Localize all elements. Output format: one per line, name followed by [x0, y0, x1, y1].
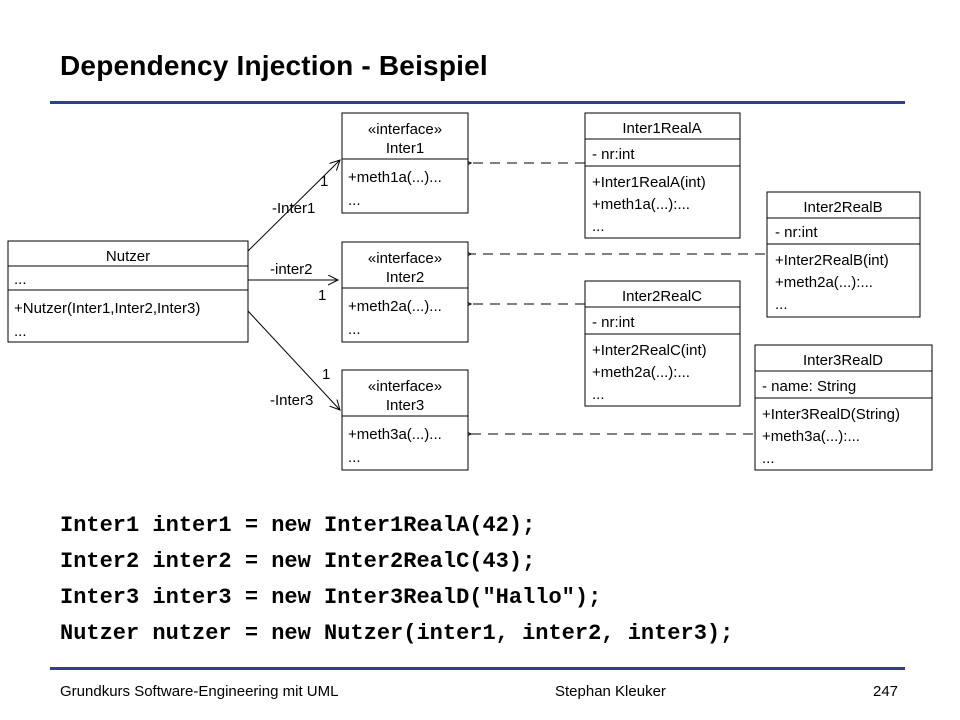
class-attr-inter2RealC: - nr:int — [592, 314, 635, 331]
class-op-inter2RealB-meth: +meth2a(...):... — [775, 274, 873, 291]
footer-divider — [50, 667, 905, 670]
association-role-inter3: -Inter3 — [270, 392, 313, 409]
class-op-nutzer-more: ... — [14, 323, 27, 340]
association-mult-inter1: 1 — [320, 173, 328, 190]
class-attr-inter2RealB: - nr:int — [775, 224, 818, 241]
stereotype-inter2: «interface» — [368, 250, 442, 267]
class-inter1RealA: Inter1RealA - nr:int +Inter1RealA(int) +… — [584, 112, 741, 239]
footer-course-title: Grundkurs Software-Engineering mit UML — [60, 683, 339, 700]
code-block: Inter1 inter1 = new Inter1RealA(42); Inte… — [60, 508, 733, 652]
interface-op-inter3-meth: +meth3a(...)... — [348, 426, 442, 443]
class-attr-nutzer: ... — [14, 271, 27, 288]
class-op-inter3RealD-ctor: +Inter3RealD(String) — [762, 406, 900, 423]
stereotype-inter1: «interface» — [368, 121, 442, 138]
interface-name-inter1: Inter1 — [386, 140, 424, 157]
class-nutzer: Nutzer ... +Nutzer(Inter1,Inter2,Inter3)… — [7, 240, 249, 343]
association-inter3: 1 -Inter3 — [247, 310, 340, 410]
class-name-nutzer: Nutzer — [106, 248, 150, 265]
code-line: Inter1 inter1 = new Inter1RealA(42); — [60, 513, 536, 538]
class-op-inter2RealB-more: ... — [775, 296, 788, 313]
class-op-nutzer-ctor: +Nutzer(Inter1,Inter2,Inter3) — [14, 300, 200, 317]
code-line: Nutzer nutzer = new Nutzer(inter1, inter… — [60, 621, 734, 646]
association-mult-inter3: 1 — [322, 366, 330, 383]
association-mult-inter2: 1 — [318, 287, 326, 304]
association-inter1: 1 -Inter1 — [247, 160, 340, 252]
interface-op-inter2-more: ... — [348, 321, 361, 338]
class-op-inter2RealB-ctor: +Inter2RealB(int) — [775, 252, 889, 269]
class-op-inter2RealC-meth: +meth2a(...):... — [592, 364, 690, 381]
class-op-inter3RealD-more: ... — [762, 450, 775, 467]
interface-inter2: «interface» Inter2 +meth2a(...)... ... — [341, 241, 469, 343]
association-inter2: -inter2 1 — [248, 261, 338, 304]
class-op-inter2RealC-more: ... — [592, 386, 605, 403]
association-role-inter2: -inter2 — [270, 261, 313, 278]
class-name-inter1RealA: Inter1RealA — [622, 120, 701, 137]
interface-inter3: «interface» Inter3 +meth3a(...)... ... — [341, 369, 469, 471]
class-op-inter2RealC-ctor: +Inter2RealC(int) — [592, 342, 707, 359]
class-name-inter2RealC: Inter2RealC — [622, 288, 702, 305]
footer-page-number: 247 — [873, 683, 899, 700]
association-role-inter1: -Inter1 — [272, 200, 315, 217]
class-attr-inter1RealA: - nr:int — [592, 146, 635, 163]
code-line: Inter3 inter3 = new Inter3RealD("Hallo")… — [60, 585, 602, 610]
interface-name-inter2: Inter2 — [386, 269, 424, 286]
class-op-inter1RealA-meth: +meth1a(...):... — [592, 196, 690, 213]
class-op-inter3RealD-meth: +meth3a(...):... — [762, 428, 860, 445]
interface-inter1: «interface» Inter1 +meth1a(...)... ... — [341, 112, 469, 214]
class-name-inter2RealB: Inter2RealB — [803, 199, 882, 216]
class-attr-inter3RealD: - name: String — [762, 378, 856, 395]
class-op-inter1RealA-ctor: +Inter1RealA(int) — [592, 174, 706, 191]
header-divider — [50, 101, 905, 104]
footer-author: Stephan Kleuker — [555, 683, 666, 700]
interface-op-inter2-meth: +meth2a(...)... — [348, 298, 442, 315]
interface-op-inter3-more: ... — [348, 449, 361, 466]
class-inter3RealD: Inter3RealD - name: String +Inter3RealD(… — [754, 344, 933, 471]
interface-op-inter1-more: ... — [348, 192, 361, 209]
code-line: Inter2 inter2 = new Inter2RealC(43); — [60, 549, 536, 574]
class-op-inter1RealA-more: ... — [592, 218, 605, 235]
uml-class-diagram: 1 -Inter1 -inter2 1 1 -Inter3 Nutzer ...… — [7, 112, 933, 471]
class-name-inter3RealD: Inter3RealD — [803, 352, 883, 369]
stereotype-inter3: «interface» — [368, 378, 442, 395]
class-inter2RealC: Inter2RealC - nr:int +Inter2RealC(int) +… — [584, 280, 741, 407]
interface-op-inter1-meth: +meth1a(...)... — [348, 169, 442, 186]
interface-name-inter3: Inter3 — [386, 397, 424, 414]
class-inter2RealB: Inter2RealB - nr:int +Inter2RealB(int) +… — [766, 191, 921, 318]
slide-title: Dependency Injection - Beispiel — [60, 50, 488, 81]
